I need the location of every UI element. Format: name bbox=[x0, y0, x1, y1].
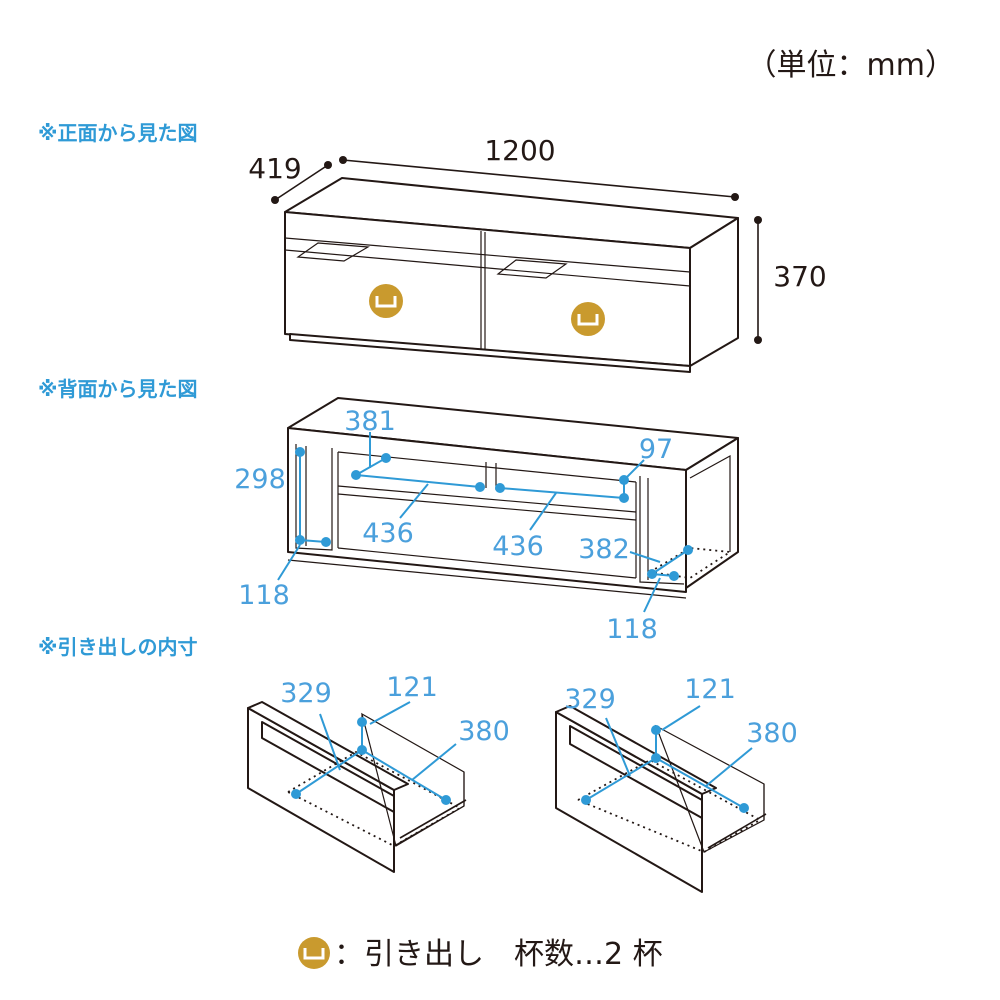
legend-text: ：引き出し 杯数…2 杯 bbox=[334, 937, 663, 972]
back-view-furniture bbox=[287, 397, 739, 599]
drawer-handle-icon bbox=[571, 302, 605, 336]
back-dim-top-left: 381 bbox=[344, 406, 396, 437]
drawer-illustration-left bbox=[247, 701, 467, 873]
legend-drawer-icon bbox=[298, 937, 330, 969]
back-dim-bottom-right: 118 bbox=[606, 614, 658, 645]
drawer-right-dimension-markers bbox=[581, 705, 753, 813]
back-dim-right-depth: 382 bbox=[578, 534, 630, 565]
width-label: 1200 bbox=[484, 134, 555, 167]
height-dimension-line bbox=[754, 216, 762, 344]
front-view-furniture bbox=[284, 177, 739, 373]
drawer-left-width: 329 bbox=[280, 678, 332, 709]
width-dimension-line bbox=[339, 156, 739, 201]
depth-dimension-line bbox=[271, 161, 332, 204]
back-dim-bottom-left: 118 bbox=[238, 580, 290, 611]
drawer-left-dimension-markers bbox=[291, 701, 457, 805]
back-view-title: ※背面から見た図 bbox=[38, 377, 197, 401]
drawer-inner-title: ※引き出しの内寸 bbox=[38, 635, 197, 659]
back-dimension-markers bbox=[277, 432, 693, 613]
drawer-left-height: 121 bbox=[386, 672, 438, 703]
drawer-illustration-right bbox=[555, 705, 767, 893]
back-dim-shelf-left: 436 bbox=[362, 518, 414, 549]
depth-label: 419 bbox=[248, 152, 301, 185]
front-view-title: ※正面から見た図 bbox=[38, 121, 197, 145]
drawer-handle-icon bbox=[369, 284, 403, 318]
back-dim-top-right: 97 bbox=[639, 434, 673, 465]
back-dim-shelf-right: 436 bbox=[492, 531, 544, 562]
drawer-right-height: 121 bbox=[684, 674, 736, 705]
unit-note: （単位：mm） bbox=[747, 48, 955, 83]
drawer-left-depth: 380 bbox=[458, 716, 510, 747]
height-label: 370 bbox=[773, 260, 826, 293]
back-dim-left-height: 298 bbox=[234, 464, 286, 495]
drawer-right-width: 329 bbox=[564, 684, 616, 715]
drawer-right-depth: 380 bbox=[746, 718, 798, 749]
